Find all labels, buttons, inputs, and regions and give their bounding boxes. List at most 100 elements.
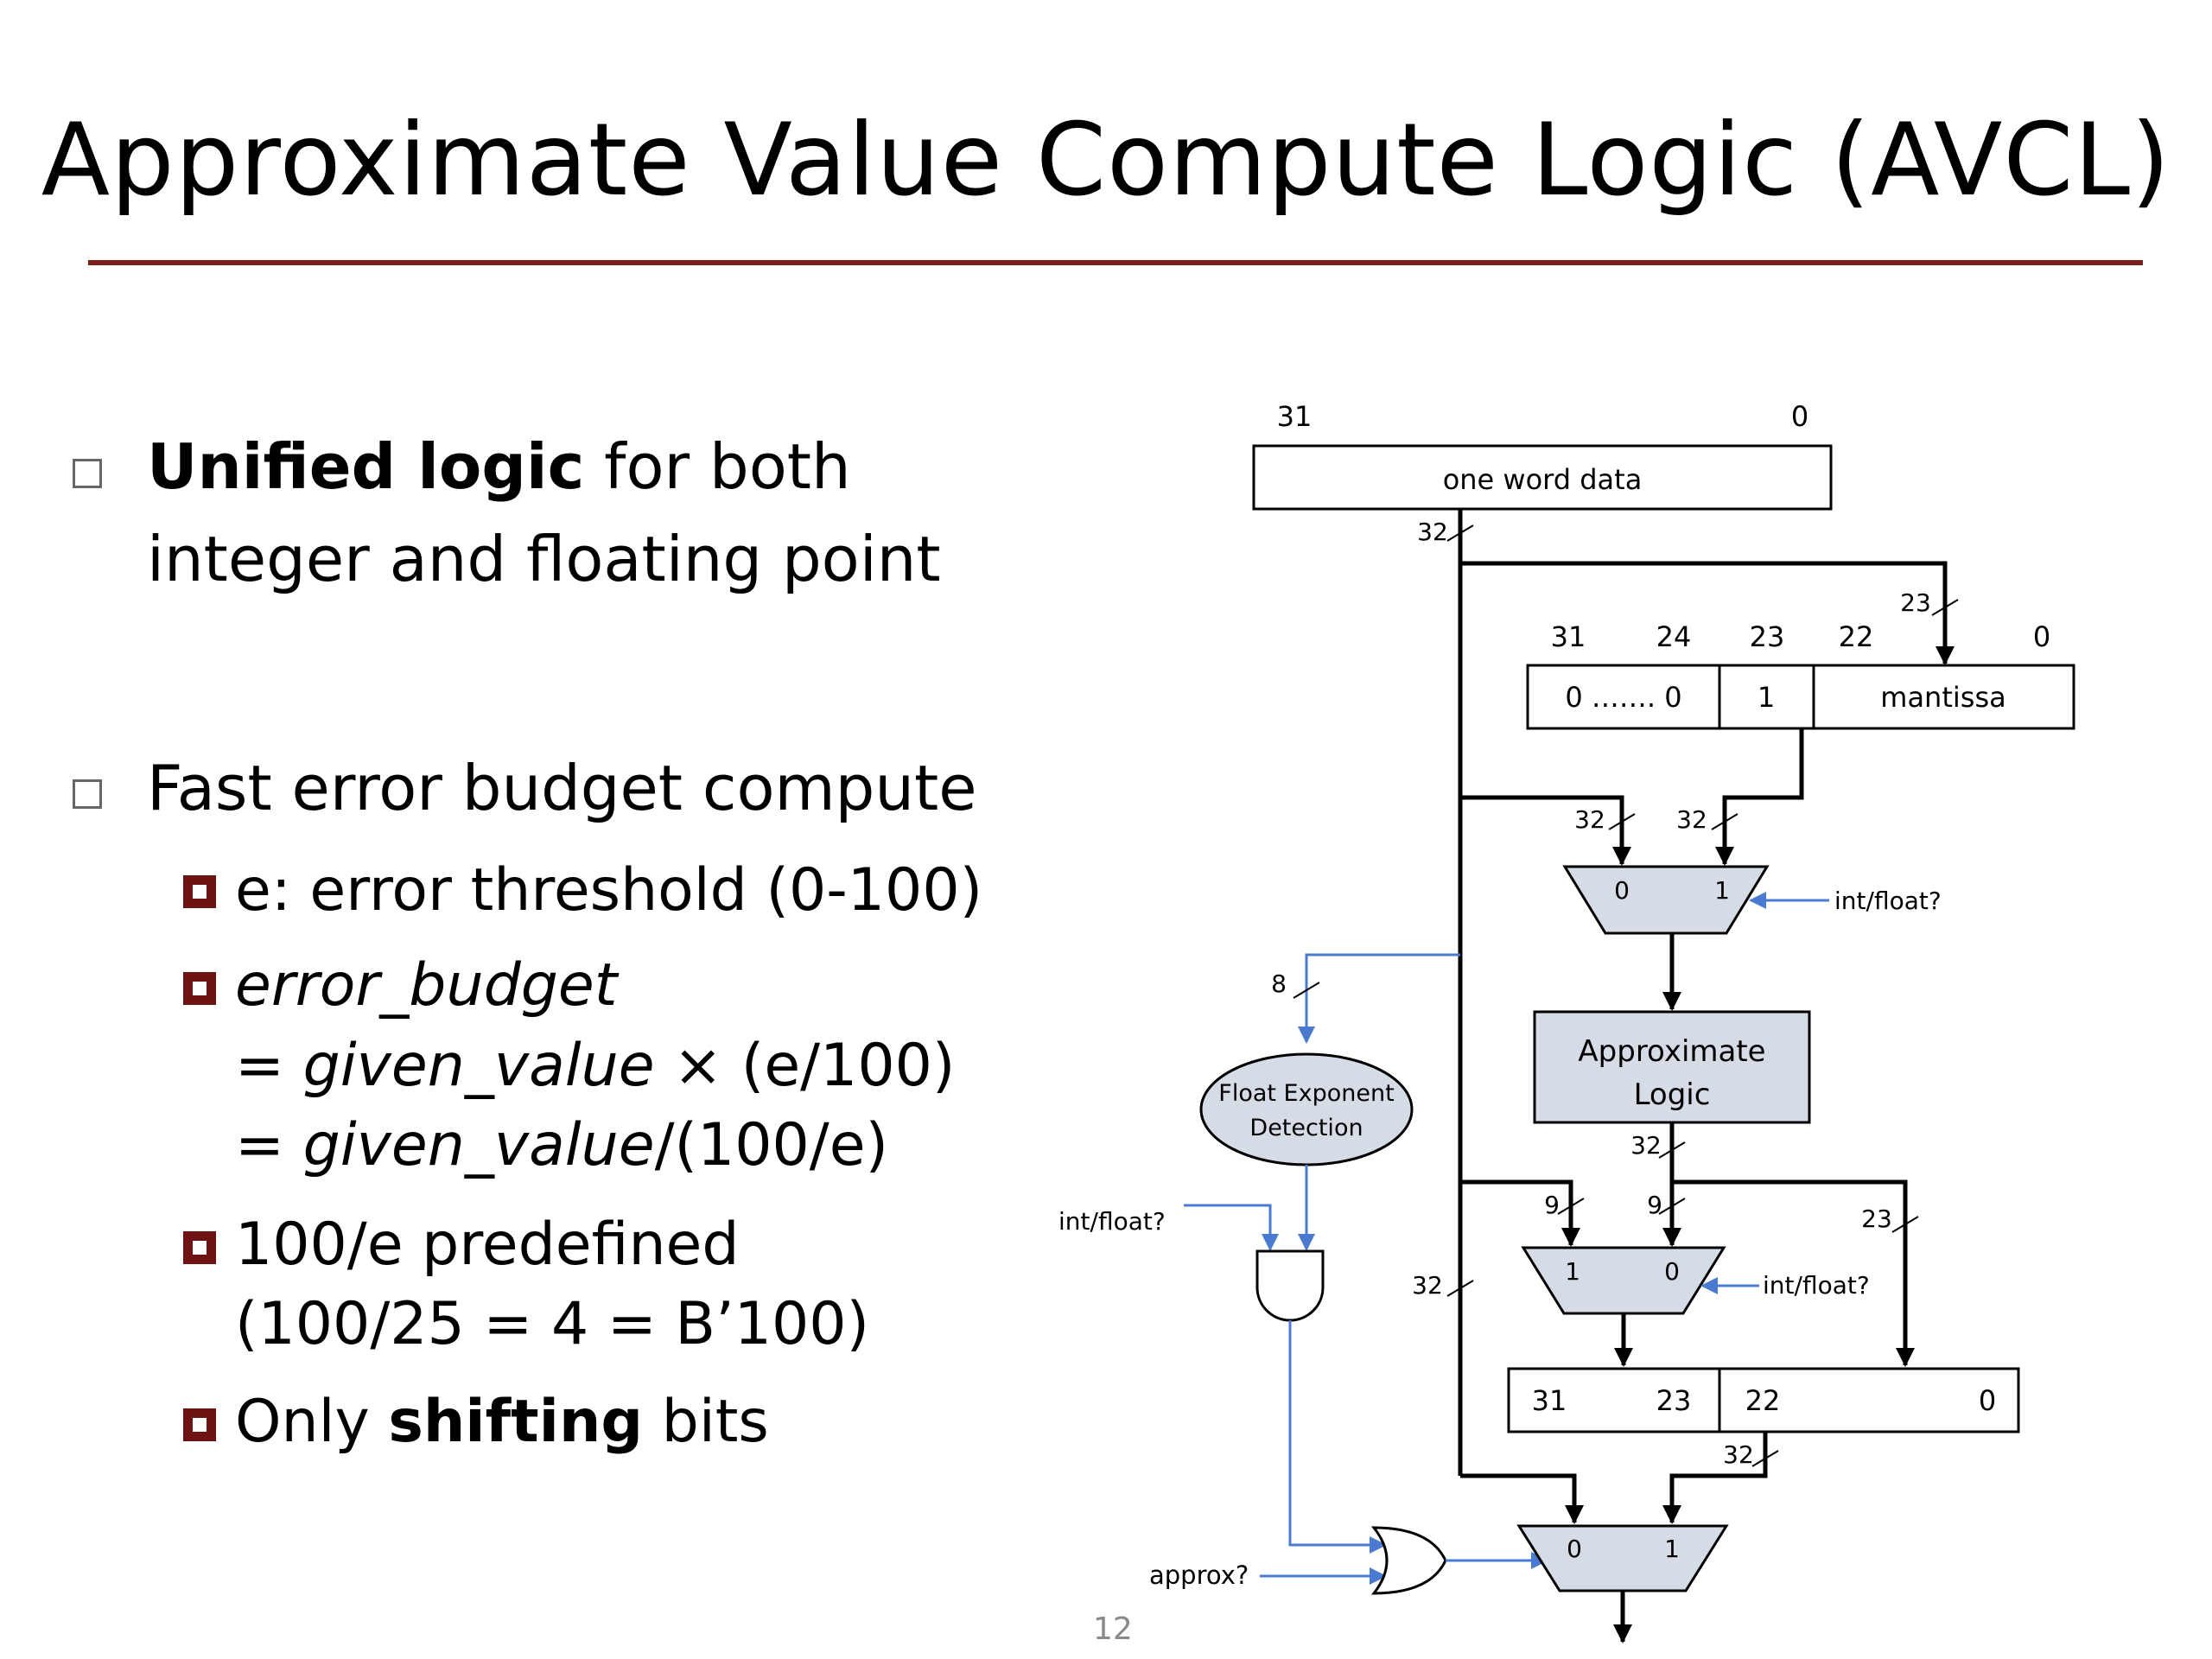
reg2-box — [1507, 1367, 2020, 1433]
approx-label: approx? — [1149, 1560, 1249, 1590]
reg2-bit-22: 22 — [1745, 1384, 1781, 1417]
float-exponent-detection — [1199, 1052, 1414, 1166]
eq1-prefix: = — [235, 1032, 303, 1100]
reg2-bit-31: 31 — [1532, 1384, 1567, 1417]
eq2-suffix: /(100/e) — [654, 1111, 889, 1179]
bus-tick-32b — [1608, 813, 1636, 830]
eq1-given-value: given_value — [302, 1032, 655, 1100]
sub-bullet-3-line2: (100/25 = 4 = B’100) — [235, 1290, 870, 1358]
sub-bullet-4-post: bits — [643, 1388, 769, 1456]
width-32d: 32 — [1630, 1131, 1662, 1160]
width-32e: 32 — [1412, 1271, 1443, 1300]
sub-bullet-4-bold: shifting — [388, 1388, 644, 1456]
bullet-1-bold: Unified logic — [147, 430, 585, 503]
width-32b: 32 — [1574, 805, 1605, 834]
reg1-bit-24: 24 — [1656, 620, 1692, 653]
eq2-given-value: given_value — [302, 1111, 655, 1179]
bus-tick-9a — [1557, 1198, 1585, 1215]
int-float-label-3: int/float? — [1763, 1271, 1870, 1300]
reg1-to-mux1-in1 — [1715, 728, 1804, 866]
bus-tick-32a — [1446, 524, 1474, 542]
sub-bullet-marker-1 — [183, 875, 216, 908]
sub-bullet-3: 100/e predefined — [235, 1211, 740, 1279]
width-9b: 9 — [1647, 1191, 1662, 1219]
width-8: 8 — [1271, 969, 1287, 998]
reg1-box — [1526, 664, 2075, 730]
bus-tick-32f — [1751, 1450, 1779, 1467]
sub-bullet-marker-4 — [183, 1408, 216, 1441]
reg1-field-mantissa: mantissa — [1880, 681, 2005, 714]
or-gate — [1370, 1526, 1447, 1595]
bus-tick-9b — [1658, 1198, 1686, 1215]
mux1-in1-label: 1 — [1714, 876, 1730, 905]
bus-tick-23a — [1931, 599, 1959, 616]
bus-to-mux1-in0 — [1460, 795, 1631, 866]
mux-1 — [1562, 865, 1770, 935]
mux-3 — [1516, 1524, 1729, 1592]
one-word-data-box — [1252, 444, 1833, 511]
reg1-field-one: 1 — [1758, 681, 1775, 714]
float-exponent-label-1: Float Exponent — [1218, 1080, 1394, 1107]
slide-title: Approximate Value Compute Logic (AVCL) — [41, 102, 2171, 219]
reg2-bit-23: 23 — [1656, 1384, 1692, 1417]
bullet-2: Fast error budget compute — [147, 752, 977, 824]
reg1-bit-22: 22 — [1839, 620, 1874, 653]
reg2-bit-0: 0 — [1979, 1384, 1996, 1417]
width-32a: 32 — [1417, 518, 1448, 546]
sub-bullet-marker-2 — [183, 972, 216, 1005]
bus-tick-32d — [1658, 1141, 1686, 1159]
bullet-square-1 — [73, 459, 102, 488]
and-to-or — [1288, 1320, 1387, 1554]
approximate-logic-label-2: Logic — [1634, 1077, 1711, 1112]
bus-tick-32e — [1446, 1280, 1474, 1297]
mux-2 — [1521, 1246, 1726, 1315]
top-bit-hi: 31 — [1277, 400, 1313, 433]
bus-tick-32c — [1711, 813, 1738, 830]
exp-bits-line — [1298, 953, 1460, 1044]
sub-bullet-2: error_budget — [235, 951, 618, 1020]
bus-to-mux3-in0 — [1460, 1473, 1584, 1524]
width-32c: 32 — [1676, 805, 1707, 834]
reg2-to-mux3-in1 — [1662, 1432, 1768, 1524]
bus-to-mux2-in1 — [1460, 1179, 1580, 1247]
mux2-in0-label: 0 — [1664, 1257, 1680, 1286]
approximate-logic-label-1: Approximate — [1578, 1034, 1765, 1069]
bullet-1: Unified logic for both — [147, 422, 851, 512]
page-number: 12 — [1093, 1611, 1133, 1647]
sub-bullet-2-eq1: = given_value × (e/100) — [235, 1027, 955, 1106]
approx-to-reg2-low — [1672, 1179, 1915, 1367]
sub-bullet-2-eq2: = given_value/(100/e) — [235, 1106, 888, 1185]
bullet-1-rest: for both — [584, 430, 851, 503]
int-float-label-2: int/float? — [1058, 1207, 1166, 1236]
bullet-square-2 — [73, 779, 102, 809]
eq2-prefix: = — [235, 1111, 303, 1179]
width-23a: 23 — [1900, 588, 1931, 617]
reg1-bit-31: 31 — [1551, 620, 1586, 653]
int-float-to-and — [1184, 1204, 1279, 1251]
mux2-in1-label: 1 — [1565, 1257, 1580, 1286]
top-bit-lo: 0 — [1791, 400, 1808, 433]
float-exponent-label-2: Detection — [1249, 1115, 1363, 1141]
width-32f: 32 — [1723, 1440, 1754, 1469]
eq1-suffix: × (e/100) — [654, 1032, 956, 1100]
sub-bullet-marker-3 — [183, 1231, 216, 1264]
mux1-in0-label: 0 — [1614, 876, 1630, 905]
reg1-field-zeros: 0 ……. 0 — [1565, 681, 1681, 714]
sub-bullet-1: e: error threshold (0-100) — [235, 856, 983, 925]
int-float-label-1: int/float? — [1834, 887, 1942, 915]
blue-tick-8 — [1293, 982, 1320, 999]
mux3-in0-label: 0 — [1567, 1535, 1582, 1563]
bus-tick-23b — [1891, 1216, 1919, 1233]
width-9a: 9 — [1544, 1191, 1560, 1219]
bullet-1-line2: integer and floating point — [147, 523, 941, 595]
sub-bullet-4: Only shifting bits — [235, 1382, 769, 1462]
width-23b: 23 — [1861, 1205, 1892, 1233]
reg1-bit-23: 23 — [1750, 620, 1785, 653]
reg1-bit-0: 0 — [2033, 620, 2050, 653]
sub-bullet-4-pre: Only — [235, 1388, 389, 1456]
bus-to-mantissa — [1460, 561, 1955, 665]
and-gate — [1255, 1249, 1325, 1322]
mux3-in1-label: 1 — [1664, 1535, 1680, 1563]
approximate-logic-box — [1533, 1010, 1811, 1124]
